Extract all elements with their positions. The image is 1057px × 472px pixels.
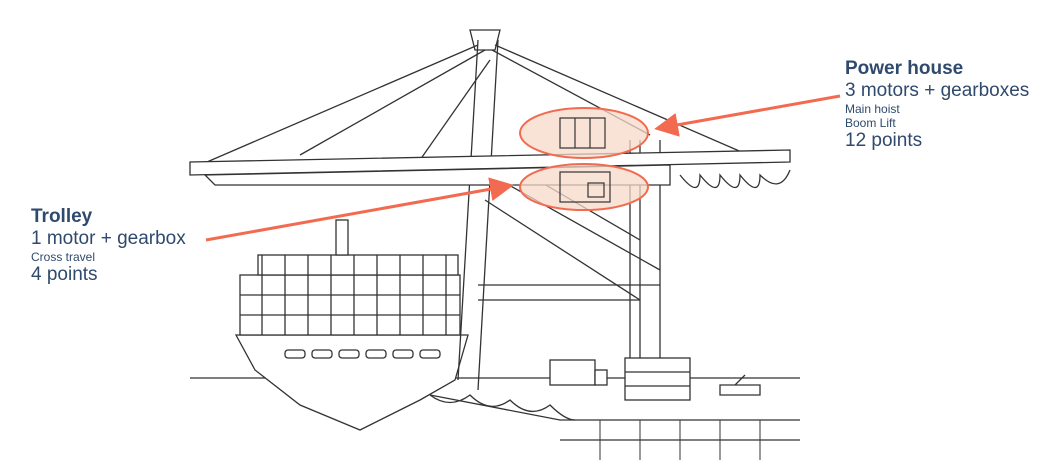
trolley-points: 4 points [31, 264, 98, 286]
trolley-arrow [205, 177, 514, 242]
trolley-highlight [519, 163, 649, 211]
power-house-title: Power house [845, 58, 964, 79]
power-house-function: Boom Lift [845, 116, 896, 131]
trolley-label: Trolley 1 motor + gearbox Cross travel 4… [31, 206, 186, 286]
ship-containers [239, 219, 461, 336]
power-house-points: 12 points [845, 130, 923, 152]
trolley-title: Trolley [31, 206, 93, 227]
trolley-summary: 1 motor + gearbox [31, 227, 186, 249]
power-house-label: Power house 3 motors + gearboxes Main ho… [845, 58, 1029, 152]
power-house-arrow [654, 94, 841, 137]
trolley-function: Cross travel [31, 249, 96, 264]
power-house-function: Main hoist [845, 101, 900, 116]
power-house-highlight [519, 107, 649, 159]
power-house-summary: 3 motors + gearboxes [845, 79, 1030, 101]
